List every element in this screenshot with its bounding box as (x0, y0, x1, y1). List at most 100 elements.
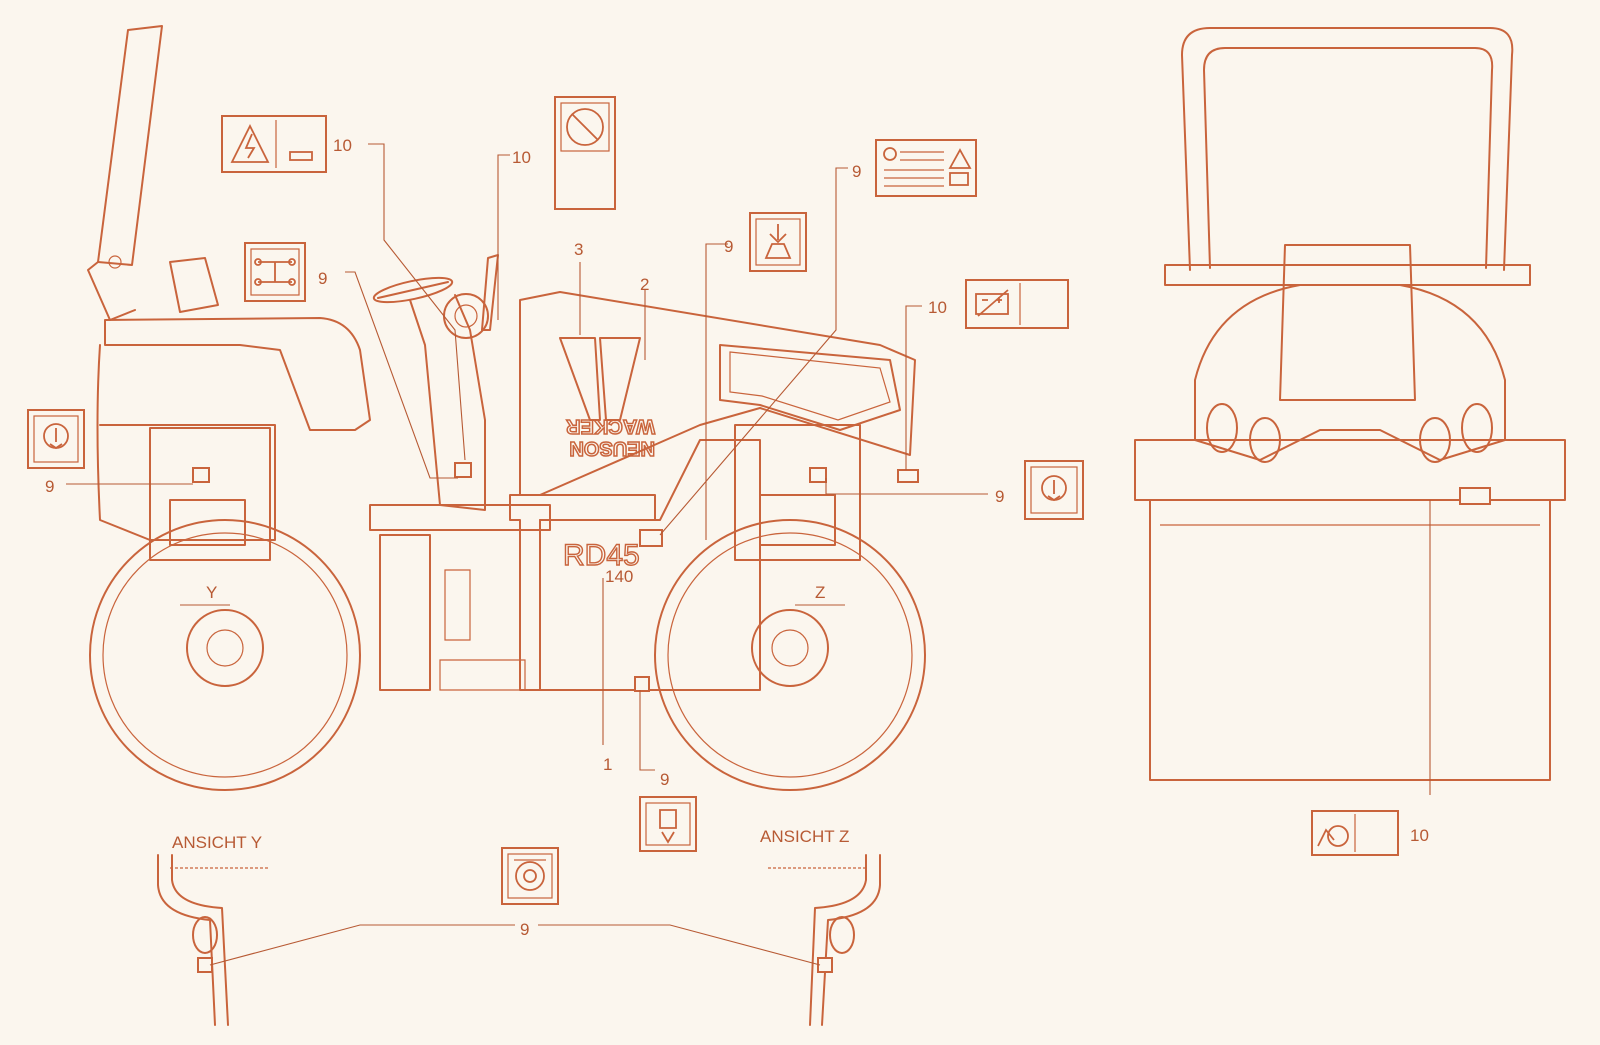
view-y-decal (197, 957, 213, 973)
view-y-light (192, 916, 218, 954)
decal-hook-left (27, 409, 85, 469)
vibration-icon (1327, 825, 1349, 847)
callout-9-views: 9 (520, 920, 529, 939)
callout-10-front: 10 (1410, 826, 1429, 845)
leader-9-g-right (538, 924, 821, 966)
front-rops-crossbar (1164, 264, 1531, 286)
front-hub-center (771, 629, 809, 667)
rear-drum-inner (102, 532, 348, 778)
decal-marker-chassis (639, 529, 663, 547)
rops-hinge (87, 261, 136, 321)
decal-electrical-warning (221, 115, 327, 173)
callout-9-hook-left: 9 (45, 477, 54, 496)
leader-9-c (659, 167, 848, 536)
decal-marker-battery (897, 469, 919, 483)
decal-vibration (1311, 810, 1399, 856)
pump (439, 659, 526, 691)
hood-side-panel (719, 344, 901, 431)
callout-9-tie-down: 9 (318, 269, 327, 288)
decal-marker-step (634, 676, 650, 692)
tie-down-icon (258, 261, 292, 283)
rear-drum (89, 519, 361, 791)
decal-battery (965, 279, 1069, 329)
rear-hub-center (206, 629, 244, 667)
lifting-point-icon (769, 224, 787, 244)
leader-9-d (825, 478, 988, 495)
chassis-center (509, 494, 656, 691)
steering-rim (372, 276, 454, 304)
axle-label-y: Y (206, 583, 217, 602)
warning-triangle-icon (948, 148, 972, 169)
model-suffix: 140 (605, 567, 633, 586)
rear-frame-body (96, 344, 276, 541)
no-step-icon (566, 108, 604, 146)
front-rops-outer (1181, 27, 1514, 271)
decal-no-step (554, 96, 616, 210)
steering-hub-inner (454, 304, 478, 328)
view-z-outline-outer (821, 854, 881, 1026)
view-y-outline-inner (171, 854, 229, 1026)
steering-column (409, 294, 486, 511)
lever (481, 254, 499, 331)
decal-crush-hazard (639, 796, 697, 852)
callout-2: 2 (640, 275, 649, 294)
decal-marker-front-view (1459, 487, 1491, 505)
leader-9-f (639, 690, 655, 771)
decal-safety-text (875, 139, 977, 197)
crush-hazard-icon (659, 809, 677, 829)
front-drum-face (1149, 499, 1551, 781)
rear-drum-frame (149, 427, 271, 561)
leader-10-c (905, 305, 922, 470)
view-z-decal (817, 957, 833, 973)
battery-icon (975, 293, 1009, 315)
platform (369, 504, 551, 531)
rops-pivot (108, 255, 122, 269)
leader-lines (66, 143, 988, 966)
leader-10-b (497, 154, 510, 320)
front-light-left (1206, 403, 1238, 453)
hearing-protection-icon (515, 861, 545, 891)
front-rops-inner (1203, 47, 1494, 269)
leader-10-a (368, 143, 466, 461)
electric-shock-warning-icon (230, 123, 270, 163)
decal-hook-right (1024, 460, 1084, 520)
view-z-outline-inner (809, 854, 867, 1026)
decal-hearing (501, 847, 559, 905)
front-drum-bracket (759, 494, 836, 546)
chassis-front-cover (539, 439, 761, 691)
rear-drum-bracket (169, 499, 246, 546)
side-view-roller: WACKER NEUSON RD45 140 Y Z (87, 25, 926, 791)
callout-10-no-step: 10 (512, 148, 531, 167)
view-y-outline-outer (157, 854, 216, 1026)
callout-numbers: 1 2 3 9 9 9 9 9 9 9 10 10 10 10 (45, 136, 1429, 939)
callout-9-step: 9 (660, 770, 669, 789)
hydraulic-block (379, 534, 431, 691)
filter (444, 569, 471, 641)
decal-marker-column (454, 462, 472, 478)
decal-marker-front (809, 467, 827, 483)
front-drum-frame (734, 424, 861, 561)
front-seat (1279, 244, 1416, 401)
callout-10-battery: 10 (928, 298, 947, 317)
model-number: RD45 (563, 539, 640, 572)
front-hood (1194, 284, 1506, 461)
leader-9-b (705, 243, 728, 540)
front-hub (751, 609, 829, 687)
axle-label-z: Z (815, 583, 825, 602)
brand-wacker: WACKER (566, 415, 655, 437)
callout-9-safety: 9 (852, 162, 861, 181)
decal-tie-down (244, 242, 306, 302)
front-light-right (1461, 403, 1493, 453)
front-chassis (1134, 439, 1566, 501)
steering-wheel (377, 281, 449, 299)
decal-marker-rear (192, 467, 210, 483)
callout-1: 1 (603, 755, 612, 774)
brand-logo-w (559, 337, 641, 421)
detail-view-y (157, 854, 270, 1026)
front-drum-inner (667, 532, 913, 778)
rops-arm (97, 25, 163, 266)
rear-frame-top (104, 317, 371, 431)
leader-9-g-left (209, 924, 515, 966)
seat-back (169, 257, 219, 313)
